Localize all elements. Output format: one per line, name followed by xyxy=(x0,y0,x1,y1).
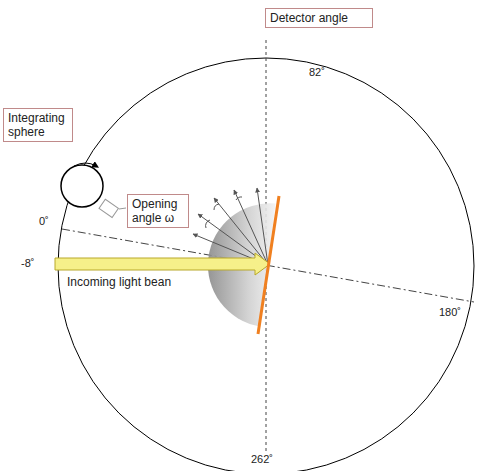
light-beam xyxy=(55,253,270,275)
sphere-opening xyxy=(99,199,118,217)
angle-label: 82˚ xyxy=(308,66,326,79)
scattered-rays xyxy=(193,188,268,265)
box-text: Integrating sphere xyxy=(8,111,68,139)
box-text: Detector angle xyxy=(270,11,368,25)
sample-surface xyxy=(258,196,279,334)
part-label-box: Opening angle ω xyxy=(127,194,189,228)
leader-line xyxy=(119,208,126,209)
box-text: Opening angle ω xyxy=(132,197,184,225)
title-box: Detector angle xyxy=(265,8,373,28)
part-label-box: Integrating sphere xyxy=(3,108,73,142)
beam-label: Incoming light bean xyxy=(66,276,172,289)
integrating-sphere xyxy=(61,165,103,207)
angle-label: 180˚ xyxy=(438,306,462,319)
angle-label: 262˚ xyxy=(250,453,274,466)
angle-label: 0˚ xyxy=(38,215,50,228)
rotation-arrow xyxy=(74,163,96,166)
angle-label: -8˚ xyxy=(20,257,35,270)
